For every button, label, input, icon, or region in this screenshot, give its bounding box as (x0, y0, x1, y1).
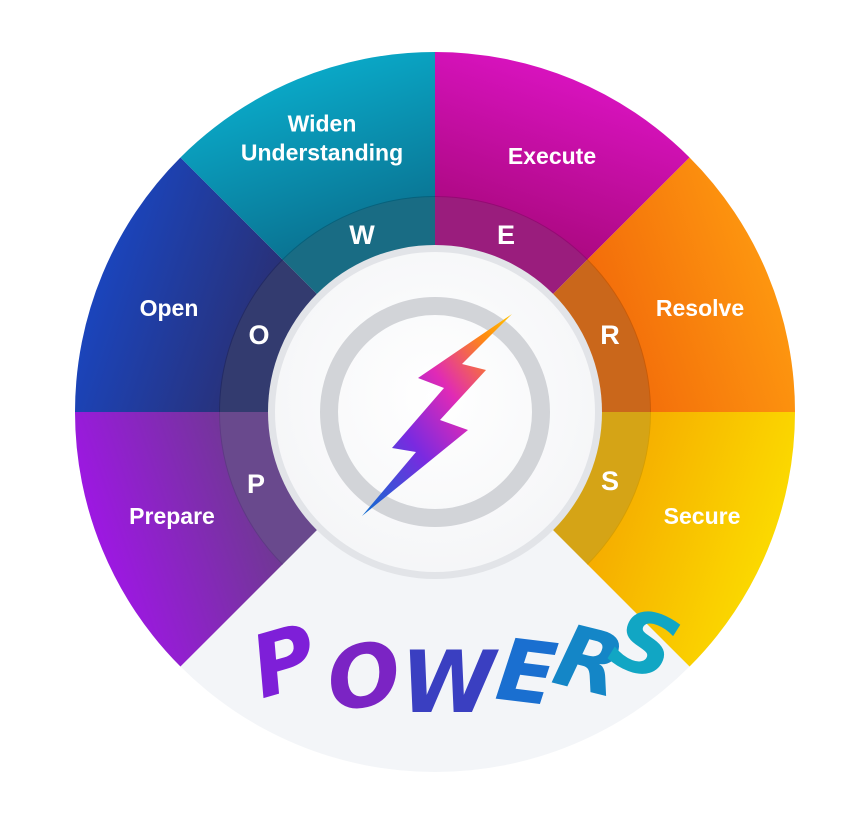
powers-title-letter: O (321, 623, 407, 732)
segment-prepare (75, 412, 283, 667)
lightning-bolt-icon (362, 314, 512, 516)
powers-title-letter: E (491, 620, 561, 726)
segment-letter-open: O (248, 320, 269, 350)
segment-inner-open (219, 259, 322, 412)
segment-label-execute: Execute (508, 143, 596, 169)
center-ring (320, 297, 550, 527)
segment-inner-execute (435, 196, 588, 299)
segment-letter-execute: E (497, 220, 515, 250)
segment-letters: O W E R S P (247, 220, 620, 499)
segment-inner-secure (548, 412, 651, 565)
segment-label-open: Open (140, 295, 199, 321)
segment-secure (587, 412, 795, 667)
inner-ring (219, 196, 651, 565)
segment-resolve (587, 157, 795, 412)
segment-label-resolve: Resolve (656, 295, 744, 321)
segments (75, 52, 795, 667)
segment-open (75, 157, 283, 412)
segment-label-prepare: Prepare (129, 503, 215, 529)
segment-label-secure: Secure (664, 503, 741, 529)
segment-letter-prepare: P (247, 469, 265, 499)
segment-letter-secure: S (601, 466, 619, 496)
segment-execute (435, 52, 690, 260)
segment-letter-widen: W (349, 220, 375, 250)
powers-title-letter: W (401, 633, 500, 733)
segment-widen (180, 52, 435, 260)
segment-inner-resolve (548, 259, 651, 412)
segment-inner-widen (282, 196, 435, 299)
segment-inner-prepare (219, 412, 322, 565)
segment-letter-resolve: R (600, 320, 620, 350)
